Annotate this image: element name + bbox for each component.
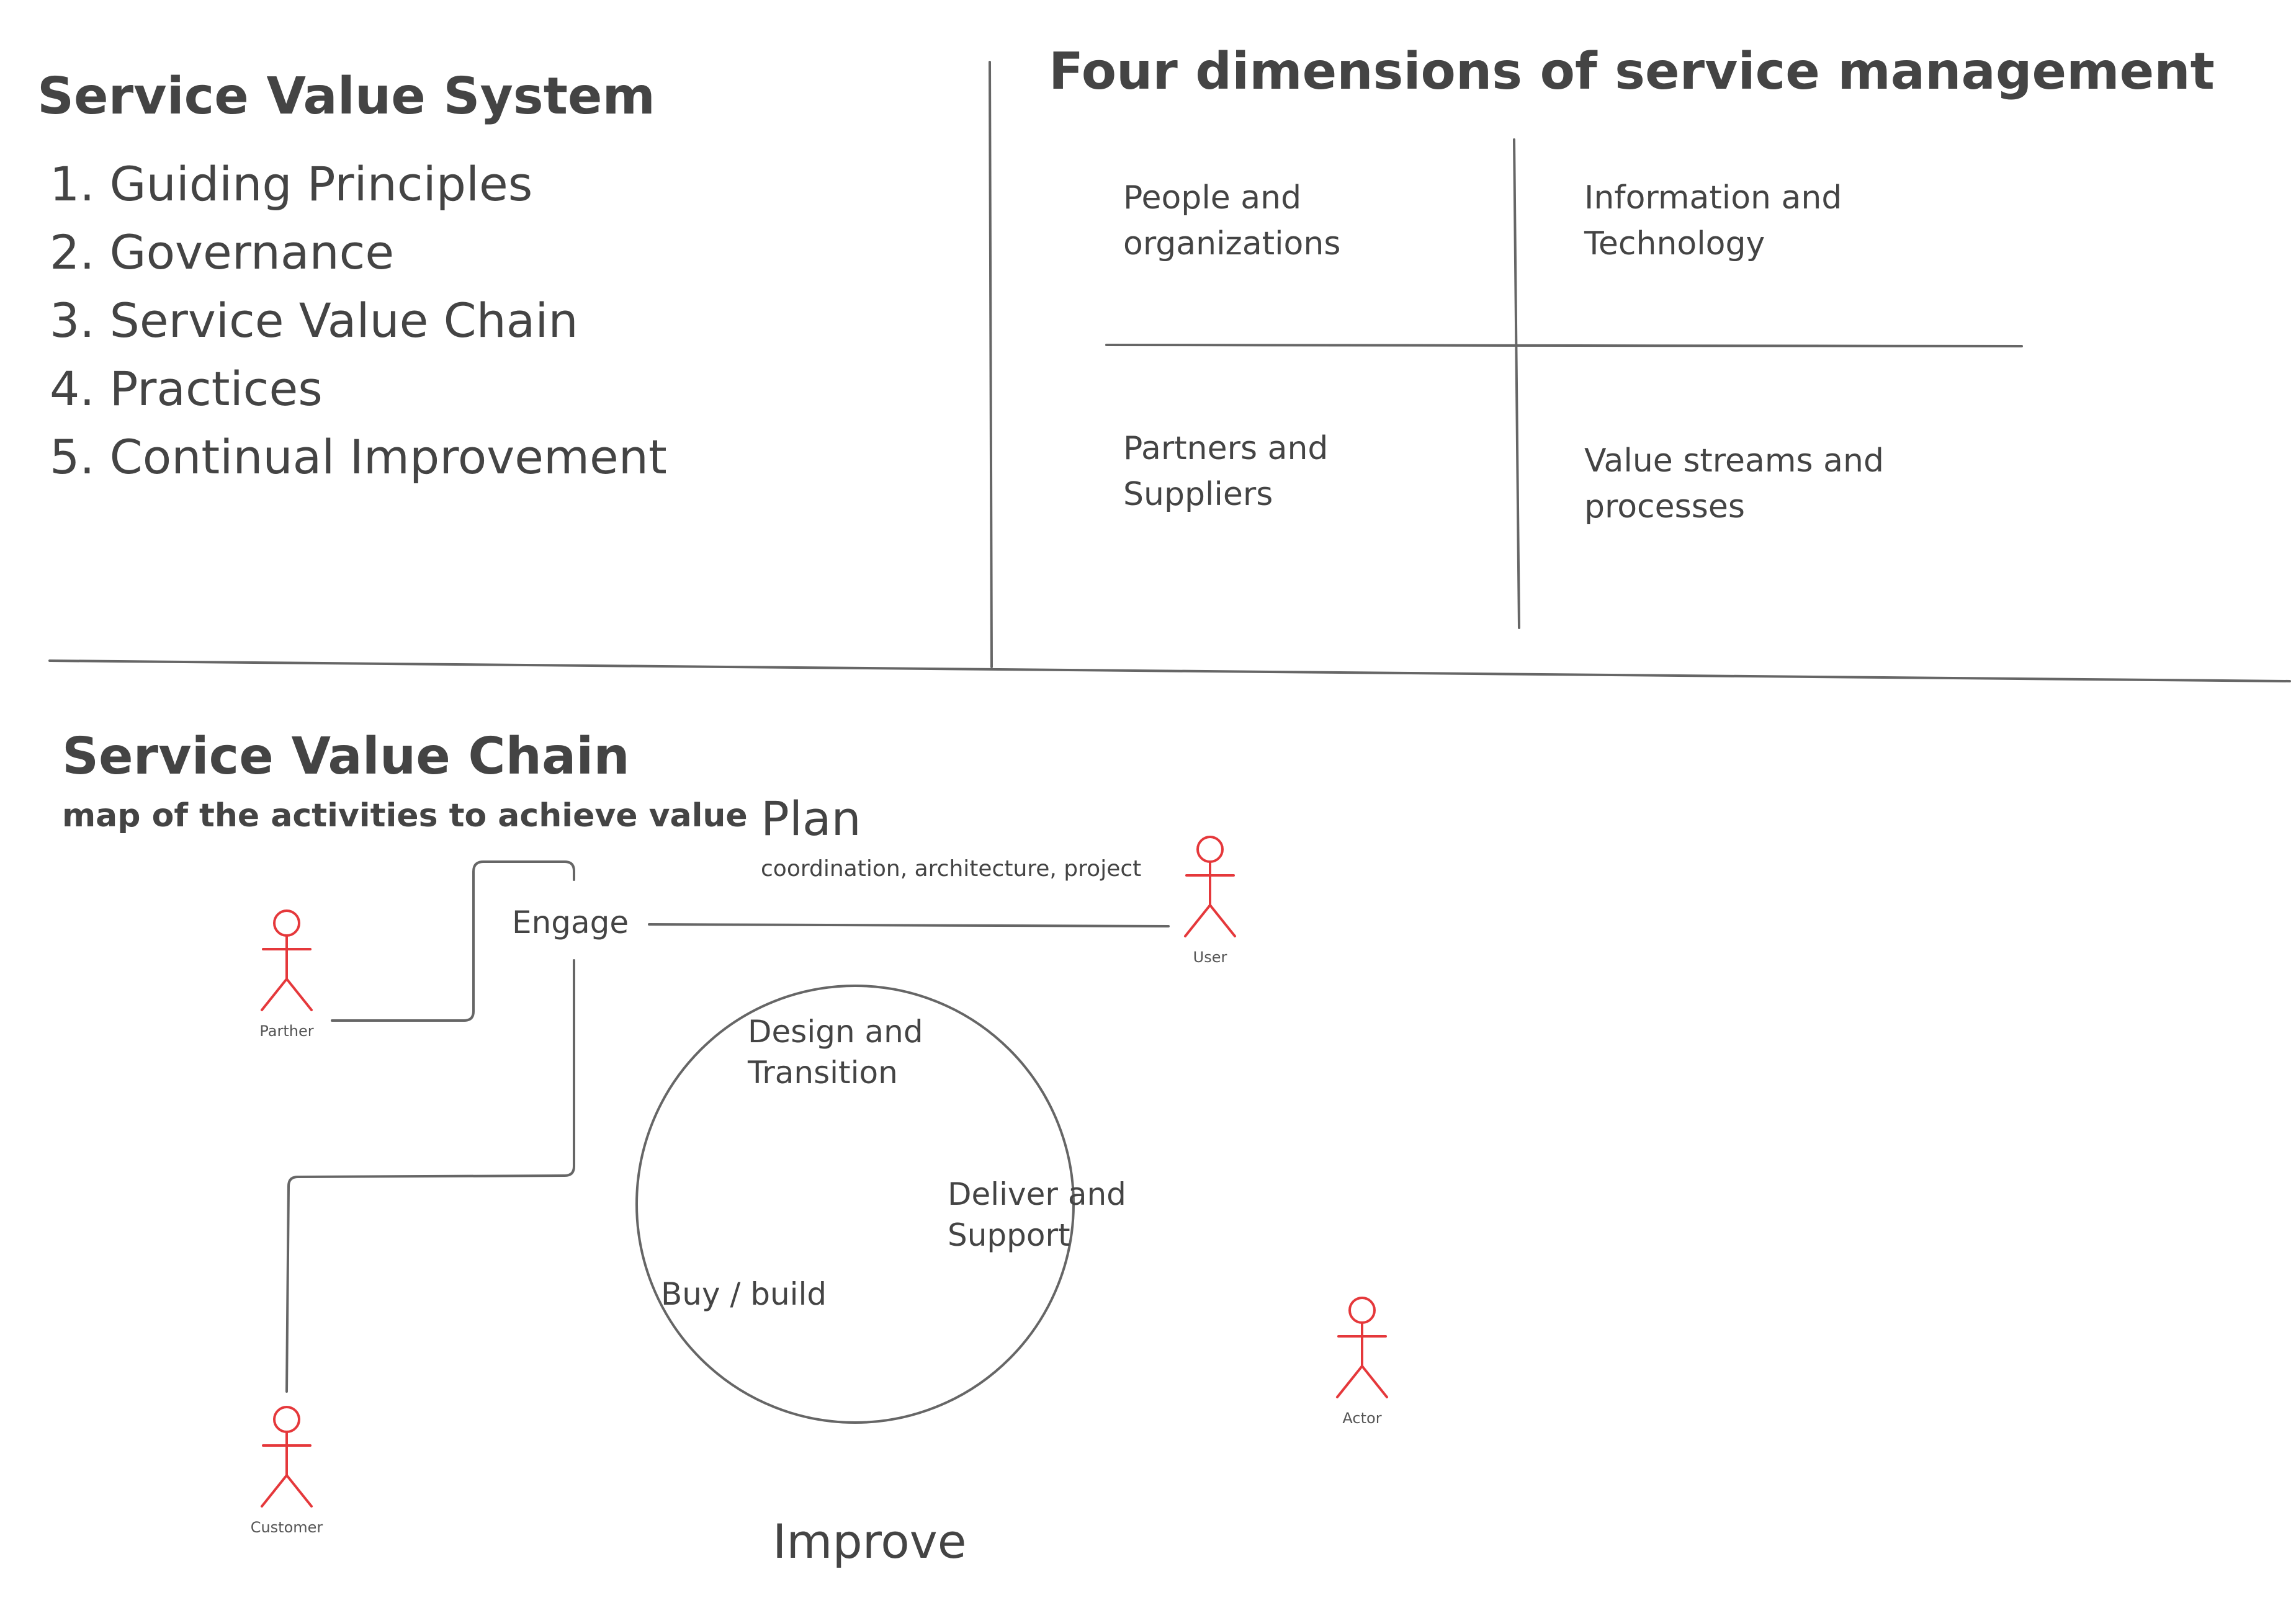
quadrant-partners-suppliers: Partners and Suppliers — [1123, 430, 1329, 513]
stick-figure-icon — [261, 909, 313, 1011]
actor-label: Actor — [1342, 1410, 1382, 1427]
quadrant-horizontal-line — [1105, 344, 2023, 347]
svc-subtitle: map of the activities to achieve value — [62, 797, 748, 834]
design-transition-label: Design and Transition — [748, 1014, 923, 1091]
svs-item-continual-improvement: 5. Continual Improvement — [50, 429, 667, 485]
value-chain-circle — [635, 985, 1075, 1424]
plan-label: Plan — [761, 791, 861, 846]
actor-user[interactable]: User — [1148, 833, 1272, 970]
actor-generic[interactable]: Actor — [1300, 1294, 1424, 1431]
actor-label: User — [1193, 949, 1227, 966]
plan-detail: coordination, architecture, project — [761, 856, 1142, 882]
stick-figure-icon — [261, 1406, 313, 1508]
svs-list: 1. Guiding Principles 2. Governance 3. S… — [50, 150, 667, 491]
svs-item-guiding-principles: 1. Guiding Principles — [50, 156, 533, 212]
stick-figure-icon — [1336, 1297, 1388, 1398]
buy-build-label: Buy / build — [661, 1276, 827, 1312]
actor-customer[interactable]: Customer — [225, 1403, 349, 1540]
connector-engage-customer — [285, 959, 575, 1393]
svs-item-governance: 2. Governance — [50, 225, 395, 280]
vertical-divider — [989, 61, 993, 668]
svs-item-service-value-chain: 3. Service Value Chain — [50, 293, 578, 348]
stick-figure-icon — [1184, 836, 1236, 937]
improve-label: Improve — [773, 1514, 967, 1569]
quadrant-people-organizations: People and organizations — [1123, 179, 1341, 262]
quadrant-information-technology: Information and Technology — [1584, 179, 1842, 262]
svs-title: Service Value System — [37, 67, 655, 126]
actor-label: Customer — [250, 1519, 323, 1536]
engage-label: Engage — [512, 905, 629, 941]
svs-item-practices: 4. Practices — [50, 361, 323, 416]
quadrant-vertical-line — [1513, 138, 1520, 629]
quadrant-value-streams: Value streams and processes — [1584, 442, 1885, 525]
connector-partner-engage — [331, 860, 575, 1022]
connector-engage-user — [648, 923, 1170, 927]
actor-label: Parther — [259, 1022, 314, 1040]
actor-partner[interactable]: Parther — [225, 907, 349, 1043]
svc-title: Service Value Chain — [62, 727, 630, 786]
horizontal-divider — [48, 659, 2291, 682]
deliver-support-label: Deliver and Support — [948, 1176, 1126, 1253]
four-dimensions-title: Four dimensions of service management — [1049, 42, 2215, 101]
